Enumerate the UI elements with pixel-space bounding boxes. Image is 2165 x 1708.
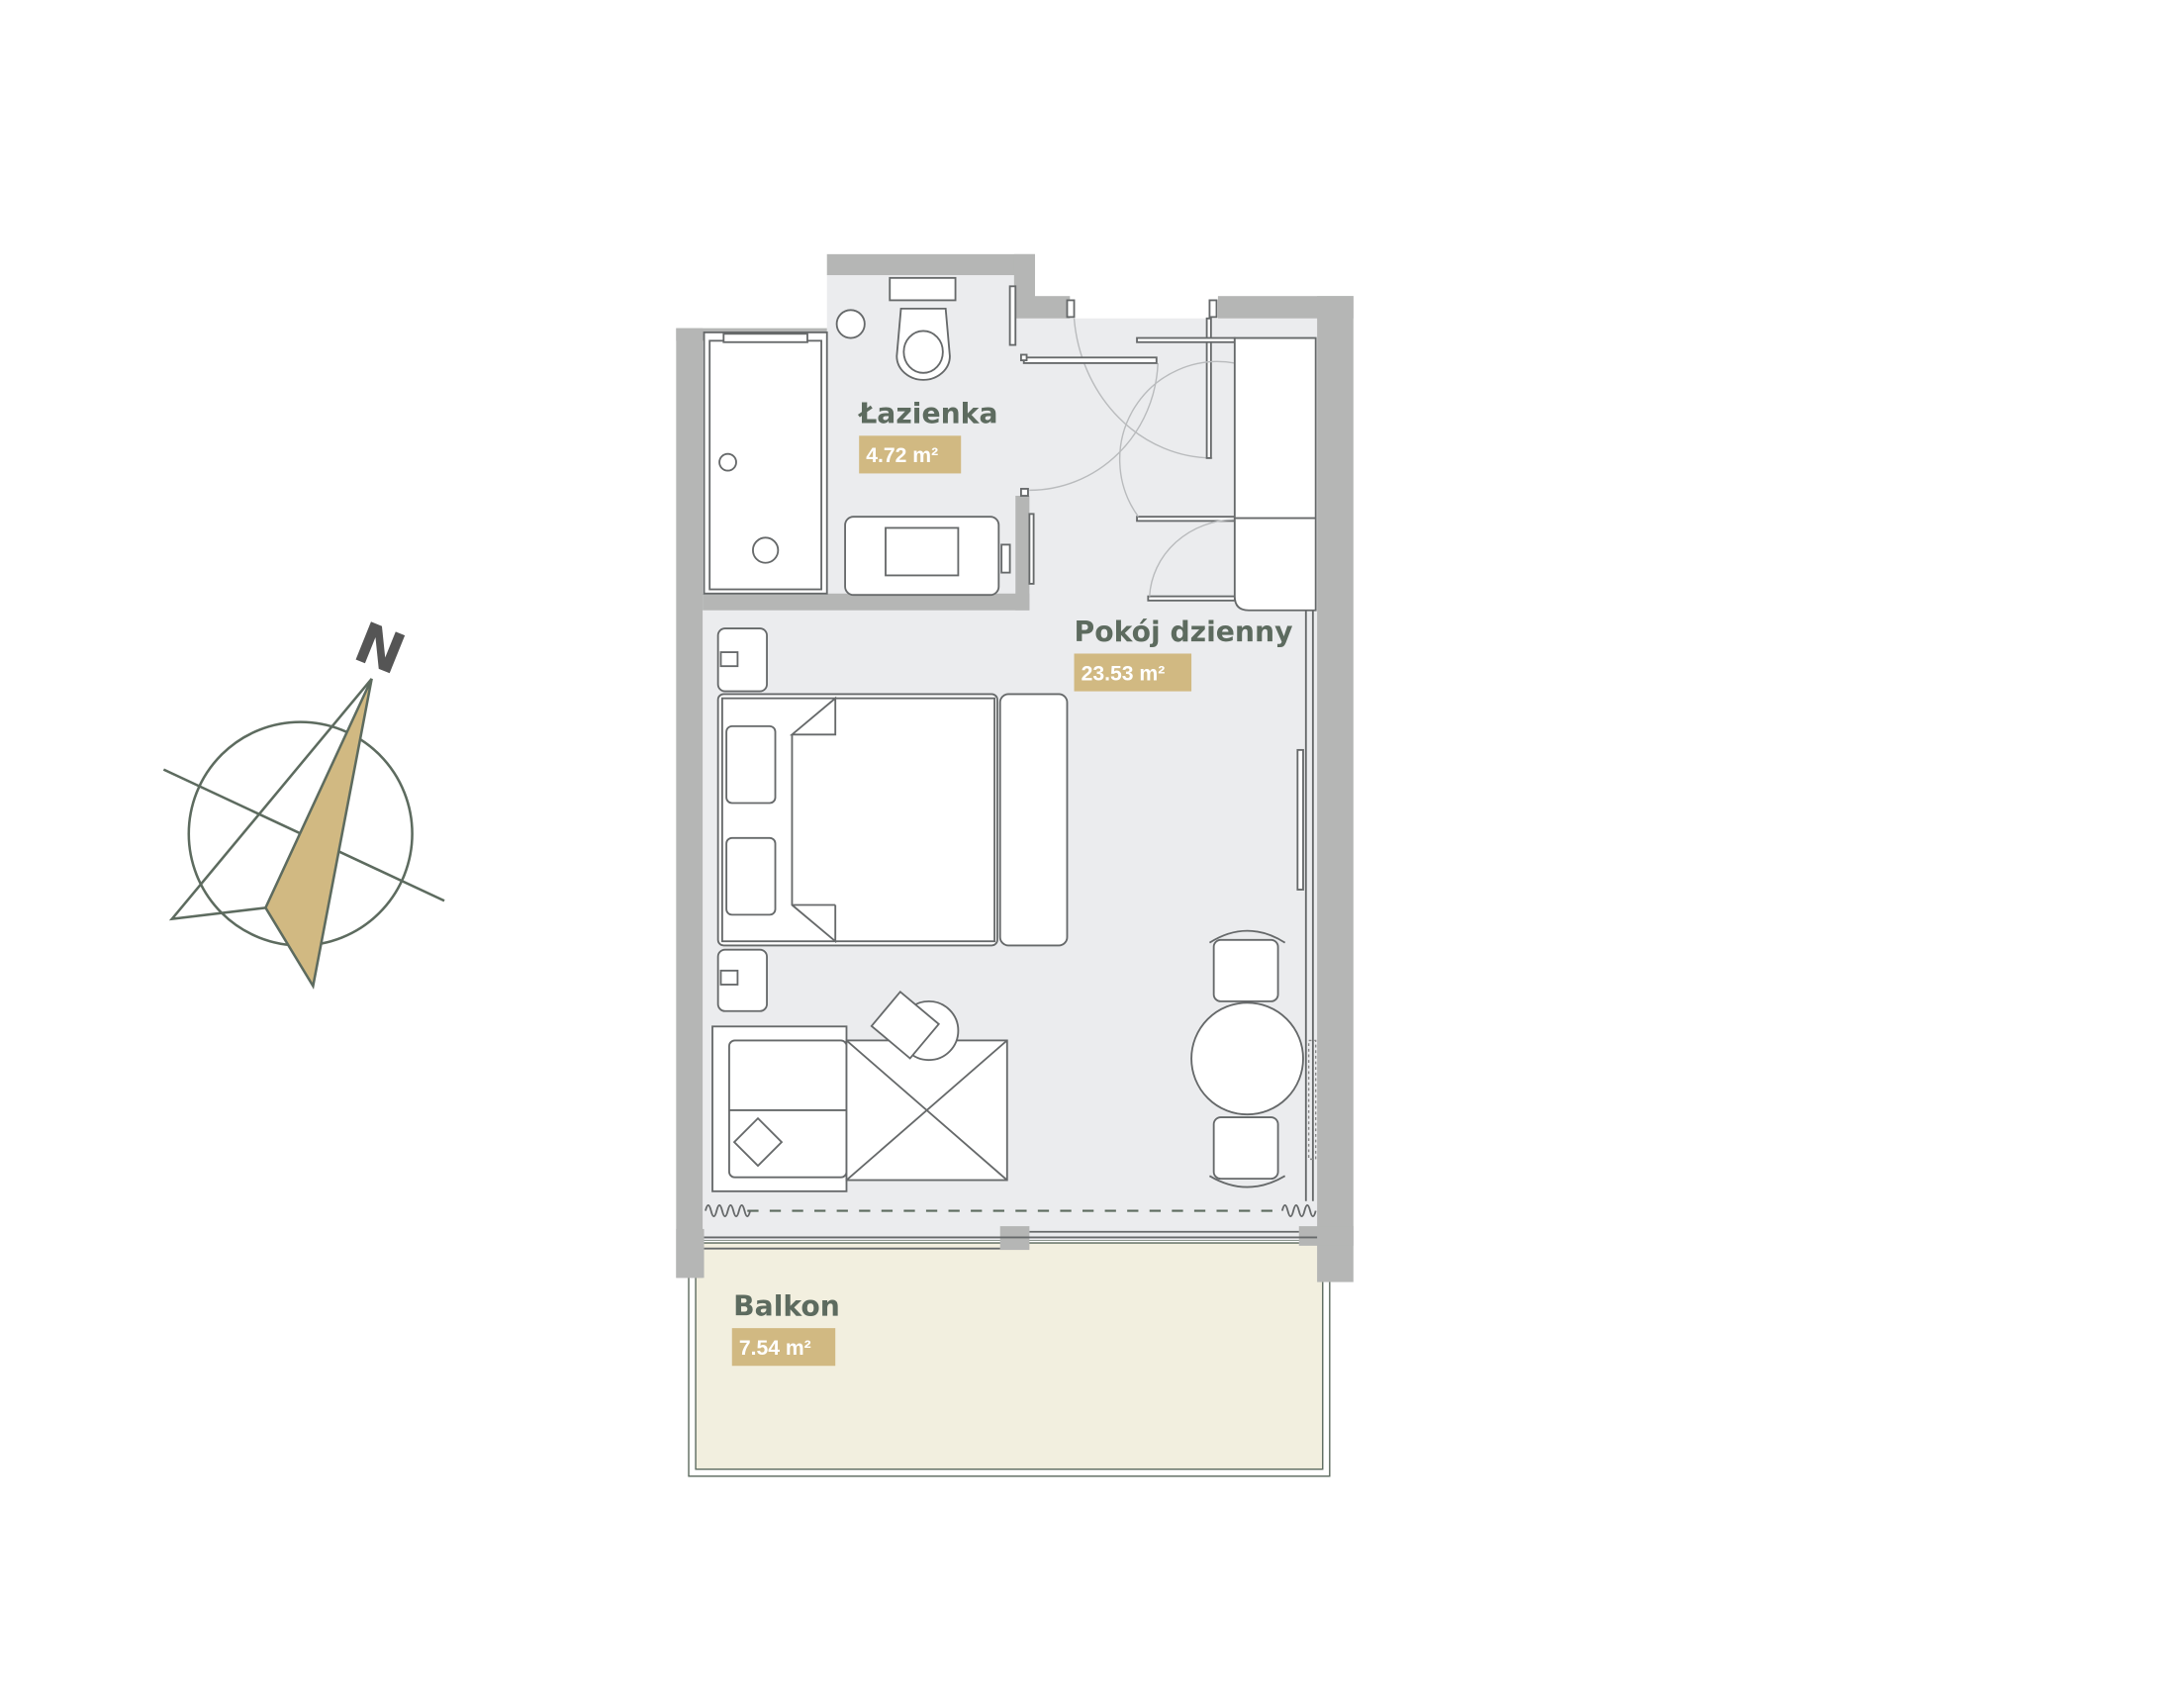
double-bed — [716, 693, 998, 947]
room-name: Balkon — [733, 1289, 840, 1322]
bench — [998, 693, 1069, 947]
sink-icon — [885, 526, 960, 577]
room-label-balcony: Balkon 7.54 m² — [731, 1289, 840, 1367]
chair — [1212, 1116, 1279, 1181]
room-name: Łazienka — [857, 398, 997, 430]
area-badge — [859, 435, 962, 474]
bathroom-fixtures — [703, 276, 1035, 597]
dining-table — [1190, 1001, 1304, 1116]
balcony-door — [704, 610, 1318, 1250]
north-needle-icon — [263, 678, 373, 990]
room-name: Pokój dzienny — [1075, 616, 1293, 648]
room-label-bathroom: Łazienka 4.72 m² — [857, 398, 997, 474]
toilet-icon — [895, 307, 951, 381]
compass-north-label: N — [345, 611, 413, 688]
shower-drain-icon — [752, 536, 780, 564]
area-badge — [1074, 653, 1192, 692]
chair — [1212, 938, 1279, 1002]
room-area: 23.53 m² — [1082, 662, 1166, 685]
entry-area — [1019, 299, 1317, 612]
walls — [676, 253, 1354, 1282]
shower-valve-icon — [718, 452, 737, 472]
compass: N — [162, 611, 445, 990]
wardrobe — [1233, 336, 1317, 612]
room-area: 7.54 m² — [739, 1337, 811, 1360]
nightstand — [716, 627, 768, 693]
nightstand — [716, 948, 768, 1012]
room-area: 4.72 m² — [866, 444, 938, 467]
living-room-furniture — [711, 627, 1317, 1192]
area-badge — [731, 1328, 836, 1367]
room-label-living-room: Pokój dzienny 23.53 m² — [1074, 616, 1293, 692]
chair — [870, 990, 941, 1060]
